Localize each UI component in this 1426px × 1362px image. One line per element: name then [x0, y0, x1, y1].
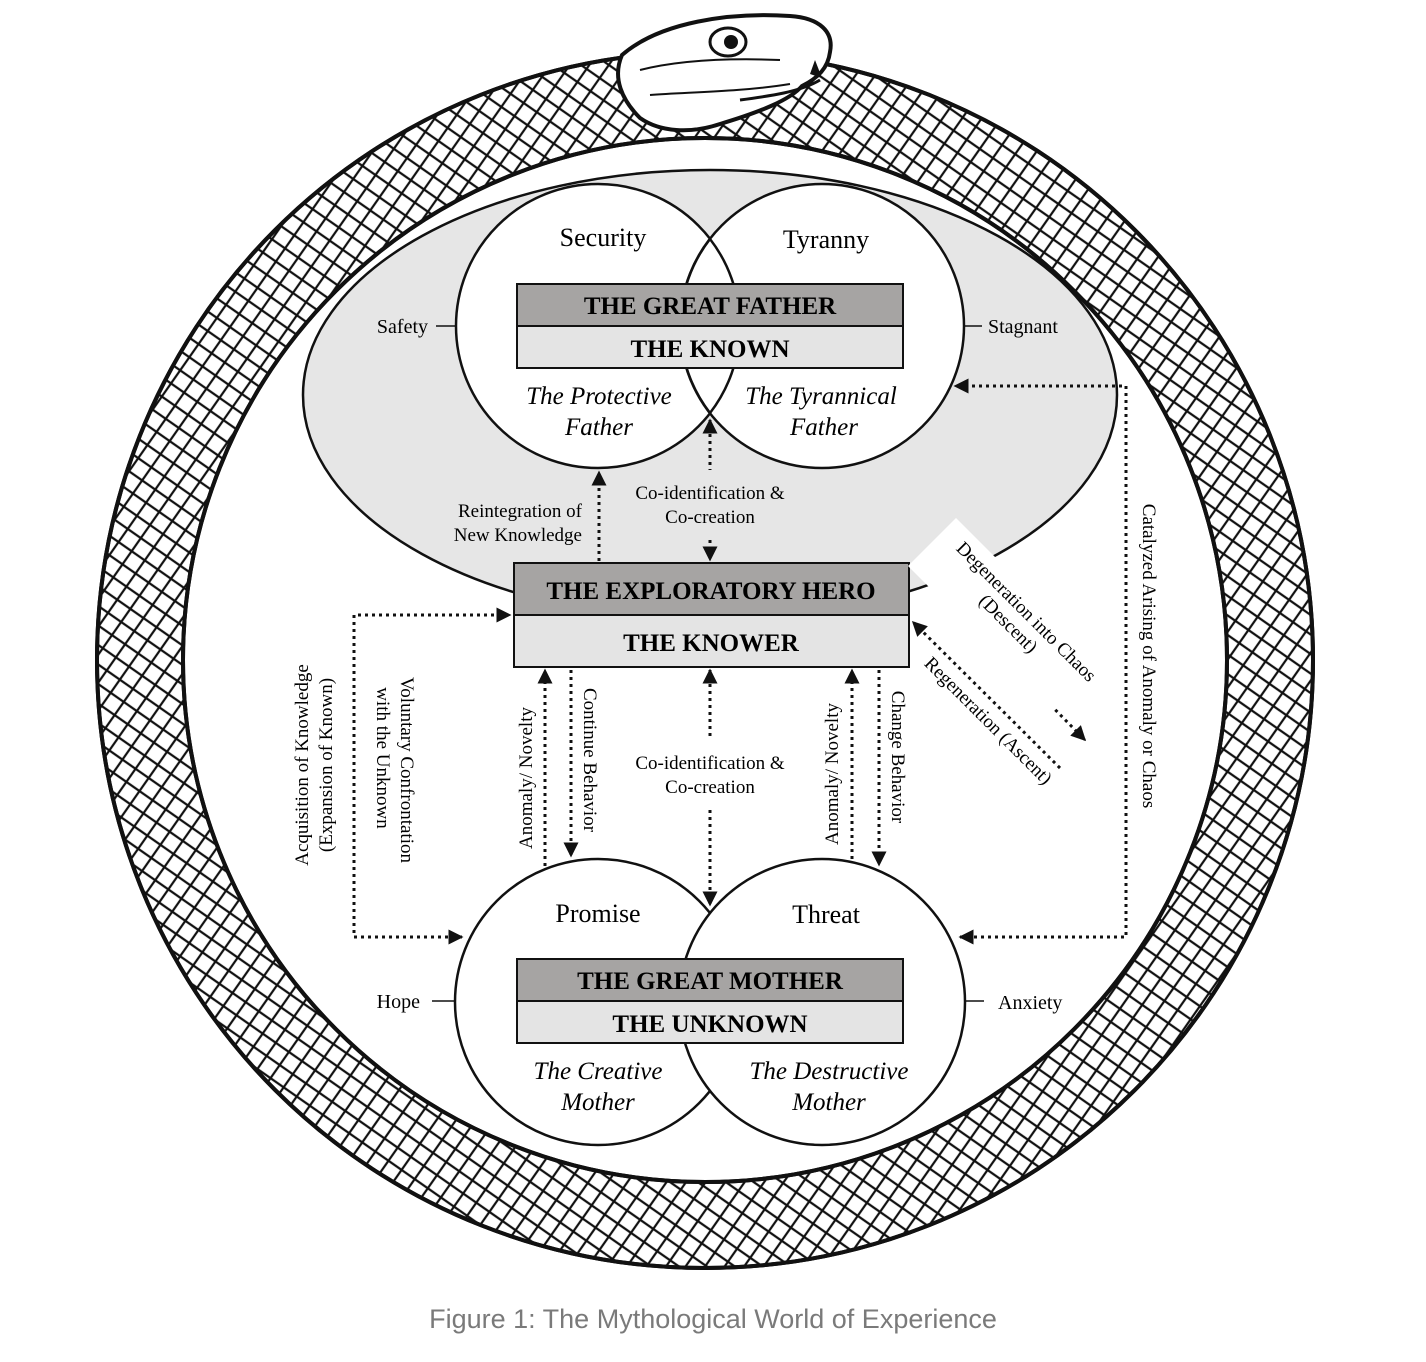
creative-mother-line2: Mother: [560, 1089, 635, 1116]
reintegration-label-1: Reintegration of: [458, 501, 583, 522]
knower-header: [513, 614, 910, 668]
figure-caption: Figure 1: The Mythological World of Expe…: [429, 1304, 997, 1334]
flow-arrows: [352, 378, 1128, 945]
knower-title: THE KNOWER: [623, 630, 800, 657]
great-mother-title: THE GREAT MOTHER: [577, 968, 844, 995]
known-title: THE KNOWN: [630, 336, 789, 363]
exploratory-hero-header: [513, 562, 910, 616]
safety-label: Safety: [377, 316, 428, 338]
anomaly-right-label: Anomaly/ Novelty: [822, 703, 843, 845]
known-header: [516, 325, 904, 369]
coid-top-label-2: Co-creation: [665, 507, 755, 528]
great-father-title: THE GREAT FATHER: [584, 293, 837, 320]
hope-label: Hope: [377, 991, 420, 1013]
unknown-header: [516, 1000, 904, 1044]
tyrannical-father-line2: Father: [789, 414, 858, 441]
catalyzed-label: Catalyzed Arising of Anomaly or Chaos: [1138, 504, 1159, 808]
coid-bottom-label-1: Co-identification &: [635, 753, 785, 774]
creative-mother-line1: The Creative: [534, 1058, 663, 1085]
reintegration-label-2: New Knowledge: [454, 525, 582, 546]
anomaly-left-label: Anomaly/ Novelty: [516, 707, 537, 849]
destructive-mother-line2: Mother: [791, 1089, 866, 1116]
stagnant-label: Stagnant: [988, 316, 1058, 338]
coid-bottom-label-2: Co-creation: [665, 777, 755, 798]
unknown-title: THE UNKNOWN: [612, 1011, 807, 1038]
tyrannical-father-line1: The Tyrannical: [745, 383, 897, 410]
anxiety-label: Anxiety: [998, 992, 1062, 1014]
protective-father-line2: Father: [564, 414, 633, 441]
serpent-head-icon: [616, 13, 833, 133]
security-label: Security: [560, 223, 647, 252]
tyranny-label: Tyranny: [783, 225, 869, 254]
coid-top-label-1: Co-identification &: [635, 483, 785, 504]
great-father-header: [516, 283, 904, 327]
protective-father-line1: The Protective: [526, 383, 672, 410]
mythological-world-diagram: Security Tyranny THE GREAT FATHER THE KN…: [95, 13, 1315, 1270]
continue-behavior-label: Continue Behavior: [579, 688, 600, 833]
voluntary-label-1: Voluntary Confrontation: [396, 677, 417, 863]
acquisition-label-2: (Expansion of Known): [316, 678, 337, 852]
promise-label: Promise: [555, 899, 640, 928]
change-behavior-label: Change Behavior: [887, 691, 908, 824]
acquisition-label-1: Acquisition of Knowledge: [292, 664, 313, 866]
destructive-mother-line1: The Destructive: [750, 1058, 909, 1085]
exploratory-hero-title: THE EXPLORATORY HERO: [546, 578, 875, 605]
threat-label: Threat: [792, 900, 861, 929]
voluntary-label-2: with the Unknown: [372, 687, 393, 829]
